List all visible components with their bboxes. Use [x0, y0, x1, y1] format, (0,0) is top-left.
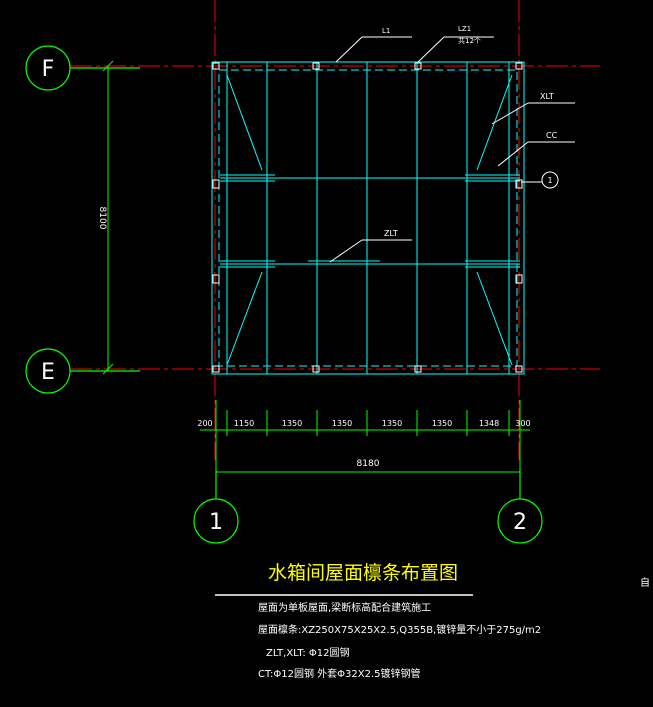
- dim-text: 1350: [382, 419, 402, 428]
- note-line: ZLT,XLT: Φ12圆钢: [266, 648, 350, 659]
- side-text: 自: [640, 578, 650, 589]
- horizontal-dimension-lines: [200, 400, 530, 478]
- callout-xlt: XLT: [540, 92, 554, 101]
- callout-l1: L1: [382, 27, 390, 35]
- note-line: 屋面檩条:XZ250X75X25X2.5,Q355B,镀锌量不小于275g/m2: [258, 625, 542, 636]
- callout-lz1-sub: 共12个: [458, 36, 481, 45]
- dim-text: 1350: [332, 419, 352, 428]
- grid-bubbles: [25, 45, 543, 544]
- grid-lines: [70, 0, 600, 460]
- section-mark-circle: [541, 171, 559, 189]
- section-mark-label: 1: [547, 176, 552, 185]
- drawing-title: 水箱间屋面檩条布置图: [268, 562, 459, 584]
- dim-text: 1350: [282, 419, 302, 428]
- grid-label-1: 1: [209, 510, 223, 535]
- roof-frame: [211, 61, 525, 375]
- grid-label-e: E: [41, 360, 55, 385]
- callout-lz1: LZ1: [458, 25, 471, 33]
- grid-label-f: F: [42, 57, 55, 82]
- vertical-dimension-line: [102, 60, 114, 375]
- note-line: CT:Φ12圆钢 外套Φ32X2.5镀锌钢管: [258, 669, 421, 680]
- column-markers: [212, 62, 523, 373]
- overall-dimension-text: 8180: [357, 459, 380, 469]
- dim-text: 300: [515, 419, 530, 428]
- callout-zlt: ZLT: [384, 229, 398, 238]
- note-line: 屋面为单板屋面,梁断标高配合建筑施工: [258, 603, 432, 614]
- dim-text: 1348: [479, 419, 499, 428]
- callout-cc: CC: [546, 131, 558, 140]
- vertical-dimension-text: 8100: [97, 207, 107, 230]
- dim-text: 1350: [432, 419, 452, 428]
- dim-text: 1150: [234, 419, 254, 428]
- leader-lines: [329, 36, 575, 263]
- dim-text: 200: [197, 419, 212, 428]
- grid-label-2: 2: [513, 510, 527, 535]
